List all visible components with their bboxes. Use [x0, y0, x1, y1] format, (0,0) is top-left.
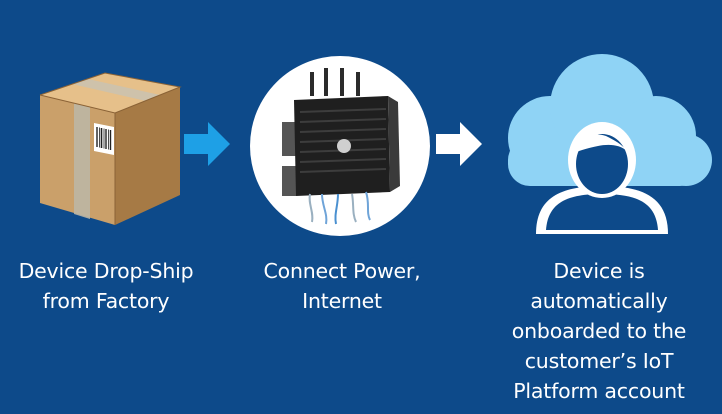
cardboard-box-icon [39, 72, 182, 225]
arrow-right-icon [184, 122, 230, 166]
cloud-user-icon [508, 54, 712, 234]
arrow-right-icon [436, 122, 482, 166]
step-1-caption-line: Device Drop-Ship [18, 259, 194, 283]
step-2-caption: Connect Power, Internet [232, 256, 452, 316]
step-2-caption-line: Internet [302, 289, 382, 313]
step-3-caption-line: onboarded to the [511, 319, 687, 343]
step-1-caption-line: from Factory [42, 289, 170, 313]
gateway-device-icon [250, 56, 430, 236]
step-2-caption-line: Connect Power, [263, 259, 421, 283]
user-icon [536, 122, 668, 234]
step-3-caption-line: Platform account [513, 379, 685, 403]
step-3-caption-line: customer’s IoT [524, 349, 674, 373]
barcode-icon [96, 127, 112, 150]
step-3-caption: Device is automatically onboarded to the… [486, 256, 712, 406]
step-3-caption-line: automatically [530, 289, 668, 313]
step-1-caption: Device Drop-Ship from Factory [0, 256, 212, 316]
step-3-caption-line: Device is [553, 259, 645, 283]
